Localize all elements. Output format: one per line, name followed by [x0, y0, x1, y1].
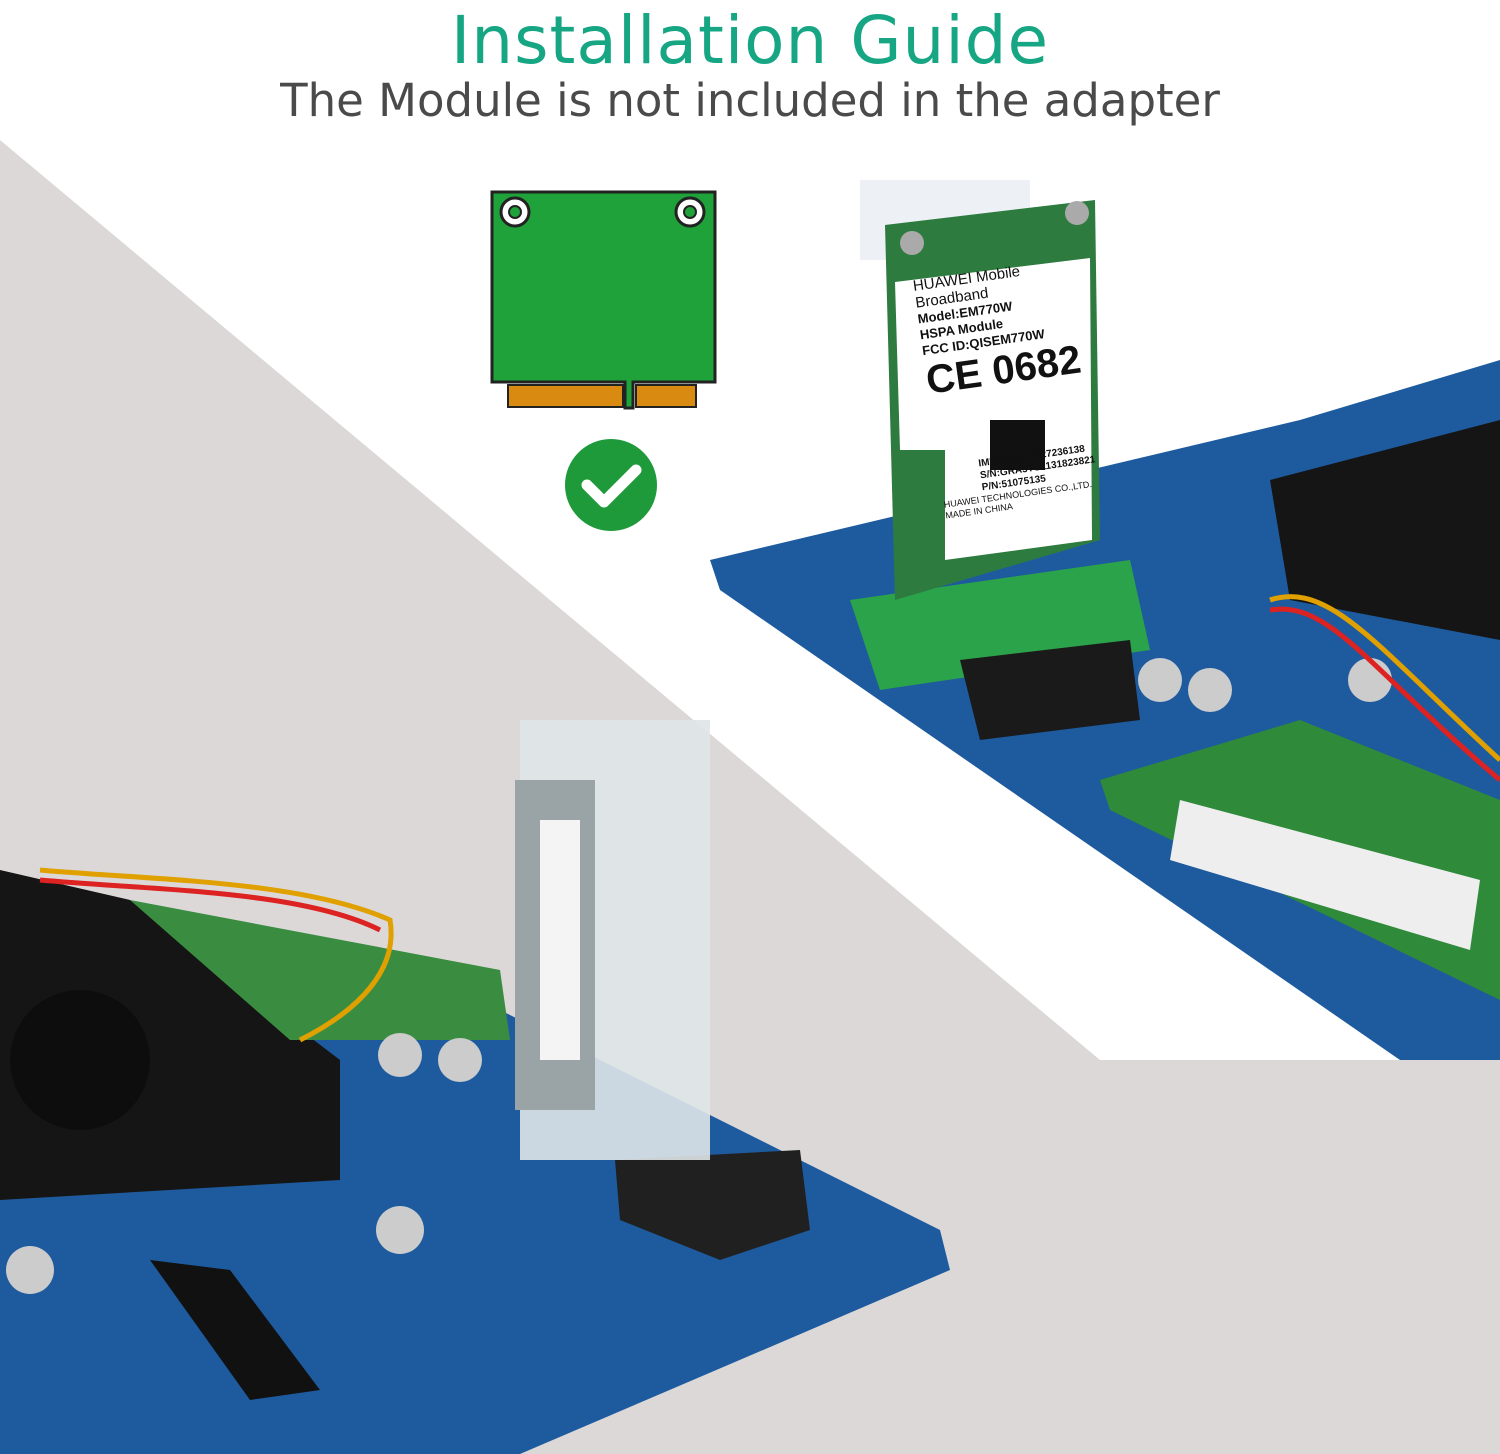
- right-motherboard-photo: [710, 180, 1500, 1060]
- page-subtitle: The Module is not included in the adapte…: [280, 74, 1220, 127]
- page-title: Installation Guide: [450, 2, 1050, 79]
- module-label: HUAWEI Mobile Broadband Model:EM770W HSP…: [912, 253, 1124, 522]
- check-circle-icon: [565, 439, 657, 531]
- left-motherboard-photo: [0, 720, 950, 1454]
- half-mini-card-icon: [490, 190, 717, 410]
